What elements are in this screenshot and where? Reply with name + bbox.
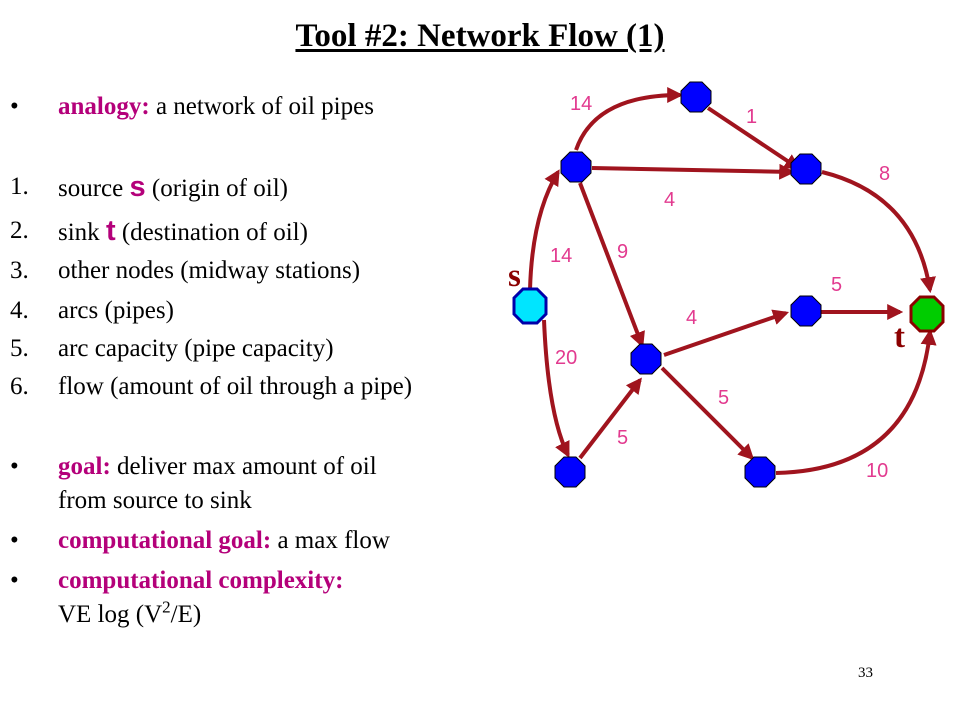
capacity-label: 14 (570, 93, 592, 115)
node-a (560, 151, 592, 183)
capacity-label: 8 (879, 163, 890, 185)
item-text: source (58, 175, 130, 202)
capacity-label: 10 (866, 460, 888, 482)
computational-goal-line: computational goal: a max flow (58, 526, 390, 556)
capacity-label: 20 (555, 347, 577, 369)
item-number: 4. (10, 297, 29, 324)
goal-text: deliver max amount of oil (110, 453, 377, 480)
computational-goal-text: a max flow (271, 527, 390, 554)
goal-text-continued: from source to sink (58, 487, 252, 514)
node-b (554, 456, 586, 488)
complexity-formula: VE log (V2/E) (58, 597, 202, 630)
list-item-sink: sink t (destination of oil) (58, 216, 308, 248)
computational-goal-label: computational goal: (58, 527, 272, 554)
analogy-label: analogy: (58, 93, 150, 120)
capacity-label: 14 (550, 245, 572, 267)
edge-a-to-c (591, 163, 796, 180)
complexity-label: computational complexity: (58, 567, 344, 594)
goal-label: goal: (58, 453, 111, 480)
node-top (680, 81, 712, 113)
source-symbol: s (129, 171, 146, 203)
sink-label: t (894, 319, 905, 355)
formula-part: /E) (170, 601, 202, 628)
bullet-icon: • (10, 93, 19, 120)
node-e (744, 456, 776, 488)
source-node (512, 287, 548, 325)
edge-m-to-d (663, 309, 790, 357)
capacity-label: 9 (617, 241, 628, 263)
item-number: 6. (10, 373, 29, 400)
list-item: arc capacity (pipe capacity) (58, 335, 334, 362)
list-item: flow (amount of oil through a pipe) (58, 373, 413, 400)
node-c (790, 153, 822, 185)
edge-c-to-t (821, 170, 936, 294)
formula-exponent: 2 (162, 597, 171, 617)
slide-number: 33 (858, 665, 873, 681)
edge-top-to-c (706, 106, 801, 170)
complexity-label-line: computational complexity: (58, 566, 343, 596)
goal-line: goal: deliver max amount of oil (58, 452, 377, 482)
formula-part: VE log (V (58, 601, 163, 628)
capacity-label: 1 (746, 106, 757, 128)
sink-node (909, 295, 945, 333)
item-number: 1. (10, 173, 29, 200)
item-text: sink (58, 219, 106, 246)
edge-s-to-a (528, 169, 560, 291)
analogy-line: analogy: a network of oil pipes (58, 92, 374, 122)
list-item: other nodes (midway stations) (58, 257, 361, 284)
edge-a-to-top (574, 87, 684, 151)
capacity-label: 4 (664, 189, 675, 211)
item-number: 2. (10, 217, 29, 244)
capacity-label: 4 (686, 307, 697, 329)
node-m (630, 343, 662, 375)
source-label: s (508, 258, 521, 294)
node-d (790, 295, 822, 327)
edge-e-to-t (775, 328, 937, 475)
capacity-label: 5 (718, 387, 729, 409)
capacity-label: 5 (831, 274, 842, 296)
item-text: (origin of oil) (145, 175, 288, 202)
item-number: 5. (10, 335, 29, 362)
edge-s-to-b (542, 319, 570, 458)
edge-m-to-e (660, 366, 755, 461)
bullet-icon: • (10, 453, 19, 480)
edge-b-to-m (578, 377, 642, 460)
bullet-icon: • (10, 567, 19, 594)
capacity-label: 5 (617, 427, 628, 449)
analogy-text: a network of oil pipes (149, 93, 374, 120)
list-item-source: source s (origin of oil) (58, 172, 288, 204)
edge-a-to-m (578, 182, 645, 348)
sink-symbol: t (105, 215, 116, 247)
item-text: (destination of oil) (115, 219, 308, 246)
bullet-icon: • (10, 527, 19, 554)
slide-title: Tool #2: Network Flow (1) (295, 18, 665, 54)
list-item: arcs (pipes) (58, 297, 174, 324)
item-number: 3. (10, 257, 29, 284)
